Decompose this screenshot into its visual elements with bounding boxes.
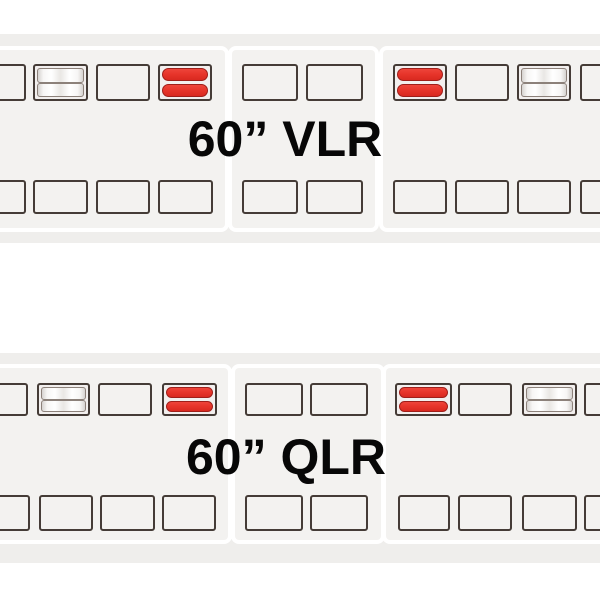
lamp-module-plain <box>584 495 600 531</box>
white-light-bar <box>37 82 84 97</box>
white-light-bar <box>41 399 86 412</box>
lamp-module-plain <box>306 64 363 101</box>
white-light-bar <box>37 68 84 83</box>
lamp-module-plain <box>310 383 368 416</box>
lamp-module-plain <box>458 383 512 416</box>
lamp-module-plain <box>393 180 447 214</box>
lamp-module-plain <box>455 64 509 101</box>
white-light-bar <box>526 399 573 412</box>
lamp-module-plain <box>0 495 30 531</box>
lamp-module-white <box>33 64 88 101</box>
lamp-module-plain <box>0 383 28 416</box>
lamp-module-plain <box>162 495 216 531</box>
lamp-module-white <box>37 383 90 416</box>
lamp-module-plain <box>306 180 363 214</box>
lamp-module-red <box>162 383 217 416</box>
lamp-module-red <box>158 64 212 101</box>
lamp-module-red <box>395 383 452 416</box>
red-light-bar <box>397 84 443 97</box>
lamp-module-white <box>522 383 577 416</box>
lamp-module-plain <box>245 383 303 416</box>
lamp-module-plain <box>242 64 298 101</box>
red-light-bar <box>397 68 443 81</box>
white-light-bar <box>521 68 567 83</box>
lamp-module-plain <box>96 64 150 101</box>
lamp-module-plain <box>100 495 155 531</box>
lamp-module-plain <box>458 495 512 531</box>
lamp-module-plain <box>310 495 368 531</box>
lamp-module-plain <box>580 180 600 214</box>
lamp-module-plain <box>0 64 26 101</box>
lamp-module-plain <box>580 64 600 101</box>
qlr-diagram-label: 60” QLR <box>185 429 387 485</box>
lamp-module-plain <box>158 180 213 214</box>
lamp-module-plain <box>242 180 298 214</box>
lamp-module-plain <box>0 180 26 214</box>
white-light-bar <box>41 387 86 400</box>
lamp-module-plain <box>517 180 571 214</box>
white-light-bar <box>521 82 567 97</box>
lamp-module-plain <box>39 495 93 531</box>
lamp-module-plain <box>522 495 577 531</box>
lamp-module-plain <box>33 180 88 214</box>
lamp-module-plain <box>455 180 509 214</box>
red-light-bar <box>399 387 448 398</box>
red-light-bar <box>162 84 208 97</box>
red-light-bar <box>166 401 213 412</box>
red-light-bar <box>162 68 208 81</box>
lamp-module-plain <box>584 383 600 416</box>
vlr-diagram-label: 60” VLR <box>187 111 383 167</box>
lamp-module-plain <box>245 495 303 531</box>
white-light-bar <box>526 387 573 400</box>
red-light-bar <box>399 401 448 412</box>
lamp-module-red <box>393 64 447 101</box>
lamp-module-plain <box>398 495 450 531</box>
red-light-bar <box>166 387 213 398</box>
lamp-module-plain <box>98 383 152 416</box>
lamp-module-plain <box>96 180 150 214</box>
lamp-module-white <box>517 64 571 101</box>
